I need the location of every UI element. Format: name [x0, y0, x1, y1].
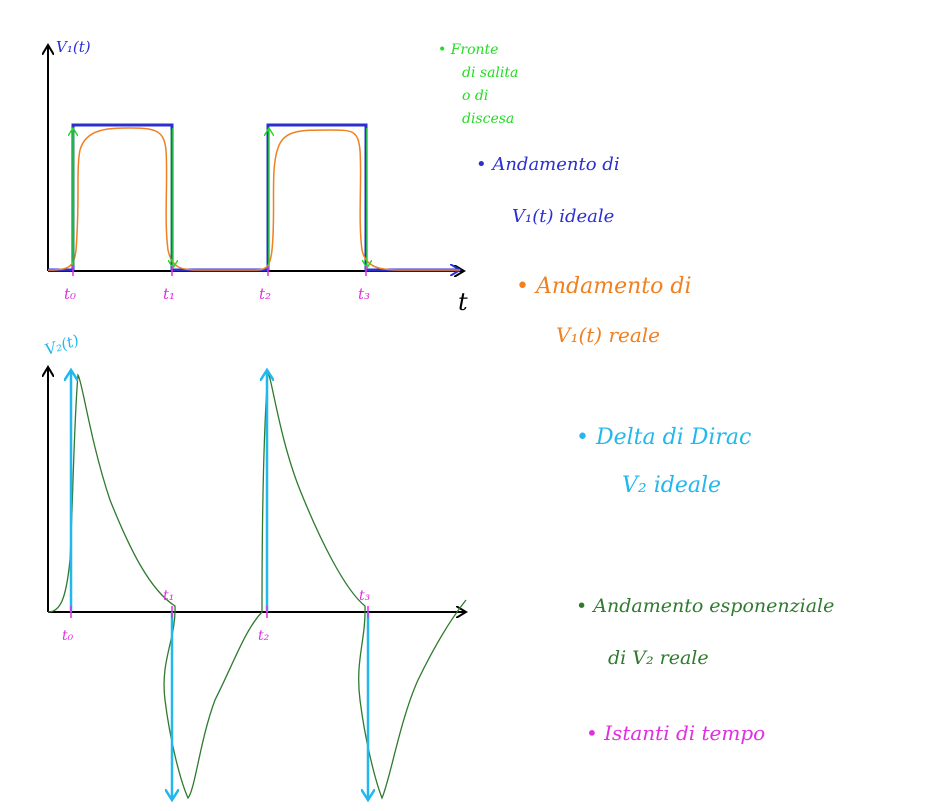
tick-t3-bottom: t₃	[359, 588, 371, 604]
top-ticks	[72, 266, 367, 276]
tick-t1-top: t₁	[163, 285, 175, 303]
real-v2-exponential	[47, 369, 467, 800]
fronts-markers	[73, 128, 367, 268]
bottom-plot: V₂(t) t₁ t₃ t₀ t₂	[43, 331, 466, 800]
legend-ideal-line2: V₁(t) ideale	[512, 206, 614, 227]
tick-t1-bottom: t₁	[163, 588, 174, 604]
legend-real: • Andamento di V₁(t) reale	[516, 274, 691, 347]
legend-dirac-line1: • Delta di Dirac	[576, 425, 751, 450]
legend-fronts-line2: di salita	[462, 65, 518, 81]
legend-exp-line1: • Andamento esponenziale	[576, 595, 834, 617]
legend-exp-line2: di V₂ reale	[608, 647, 709, 669]
tick-t2-bottom: t₂	[258, 628, 270, 644]
bottom-ticks	[70, 606, 369, 618]
legend-dirac: • Delta di Dirac V₂ ideale	[576, 425, 751, 498]
legend-instants-line1: • Istanti di tempo	[586, 721, 765, 745]
bottom-y-label: V₂(t)	[43, 331, 82, 359]
dirac-deltas	[71, 370, 368, 800]
legend-real-line2: V₁(t) reale	[556, 323, 660, 347]
tick-t3-top: t₃	[358, 285, 370, 303]
ideal-square-wave	[48, 123, 460, 270]
tick-t0-bottom: t₀	[62, 628, 74, 644]
tick-t2-top: t₂	[259, 285, 271, 303]
top-plot: V₁(t) t t₀ t₁ t₂ t₃	[48, 38, 468, 316]
top-x-label: t	[458, 288, 468, 316]
legend-fronts-line1: • Fronte	[438, 42, 498, 58]
real-v1-wave	[47, 127, 460, 271]
legend-fronts: • Fronte di salita o di discesa	[438, 42, 518, 127]
legend-fronts-line3: o di	[462, 88, 488, 104]
legend: • Fronte di salita o di discesa • Andame…	[438, 42, 834, 745]
legend-fronts-line4: discesa	[462, 111, 514, 127]
tick-t0-top: t₀	[64, 285, 76, 303]
legend-dirac-line2: V₂ ideale	[622, 473, 721, 498]
legend-instants: • Istanti di tempo	[586, 721, 765, 745]
legend-ideal: • Andamento di V₁(t) ideale	[476, 154, 620, 227]
top-y-label: V₁(t)	[56, 38, 91, 56]
legend-exp: • Andamento esponenziale di V₂ reale	[576, 595, 834, 669]
legend-ideal-line1: • Andamento di	[476, 154, 620, 175]
legend-real-line1: • Andamento di	[516, 274, 691, 299]
